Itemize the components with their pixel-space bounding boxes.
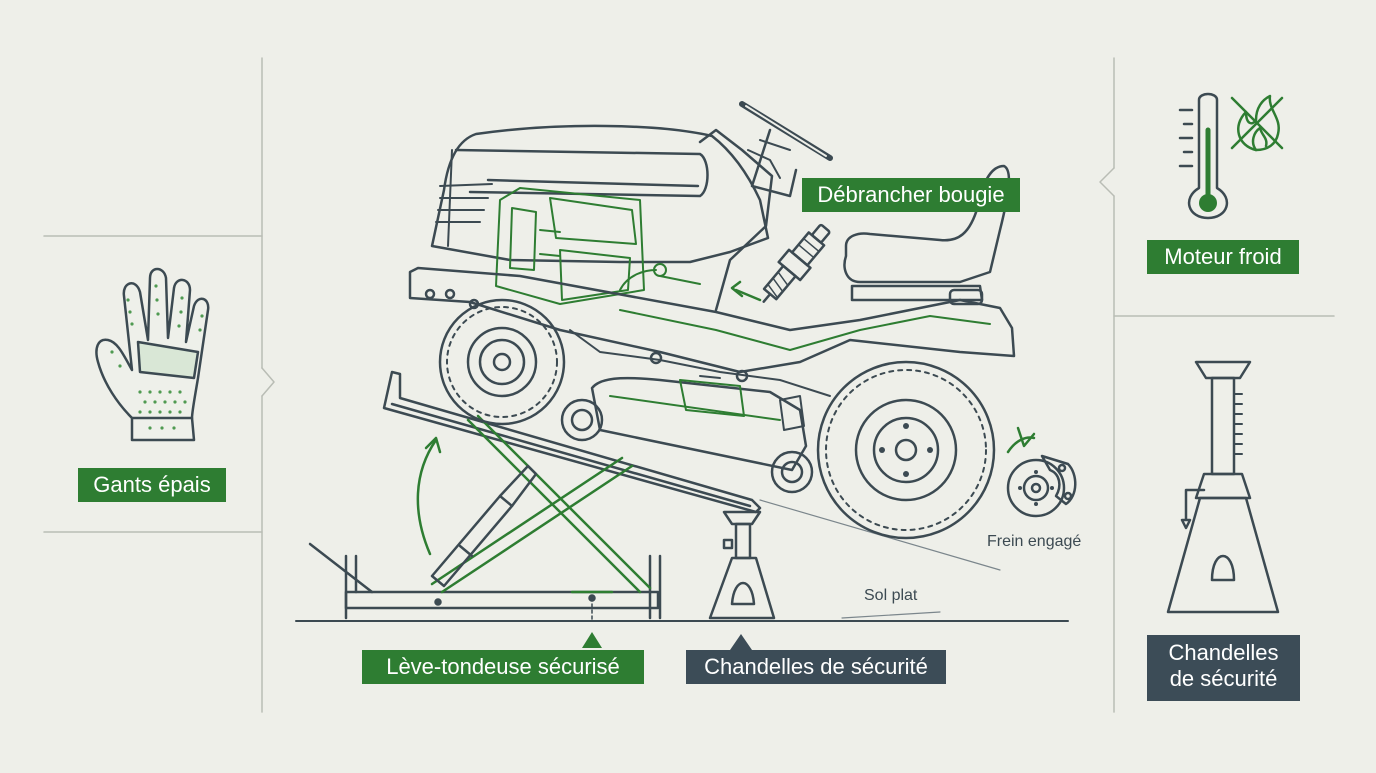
lift-label: Lève-tondeuse sécurisé bbox=[362, 650, 644, 684]
no-fire-icon bbox=[1230, 94, 1284, 152]
brake-caption: Frein engagé bbox=[987, 533, 1082, 550]
spark-plug-label: Débrancher bougie bbox=[802, 178, 1020, 212]
jack-stand-icon bbox=[1166, 360, 1280, 614]
safety-stands-side-line1: Chandelles bbox=[1168, 640, 1279, 665]
thermometer-icon bbox=[1178, 92, 1229, 220]
ground-caption: Sol plat bbox=[864, 587, 918, 604]
lawn-tractor-illustration bbox=[408, 101, 1016, 540]
brake-disc-icon bbox=[1006, 426, 1077, 518]
engine-cold-label: Moteur froid bbox=[1147, 240, 1299, 274]
stands-label-pointer bbox=[730, 634, 752, 650]
safety-stands-side-label: Chandelles de sécurité bbox=[1147, 635, 1300, 701]
spark-plug-icon bbox=[762, 223, 831, 303]
gloves-label: Gants épais bbox=[78, 468, 226, 502]
panel-dividers bbox=[43, 57, 1335, 713]
glove-icon bbox=[95, 267, 210, 442]
safety-stands-label: Chandelles de sécurité bbox=[686, 650, 946, 684]
scissor-lift-icon bbox=[308, 370, 762, 621]
safety-stands-side-line2: de sécurité bbox=[1169, 666, 1278, 691]
middle-jack-stand-icon bbox=[708, 510, 776, 620]
lift-label-pointer bbox=[582, 632, 602, 648]
ground-line bbox=[295, 499, 1069, 622]
